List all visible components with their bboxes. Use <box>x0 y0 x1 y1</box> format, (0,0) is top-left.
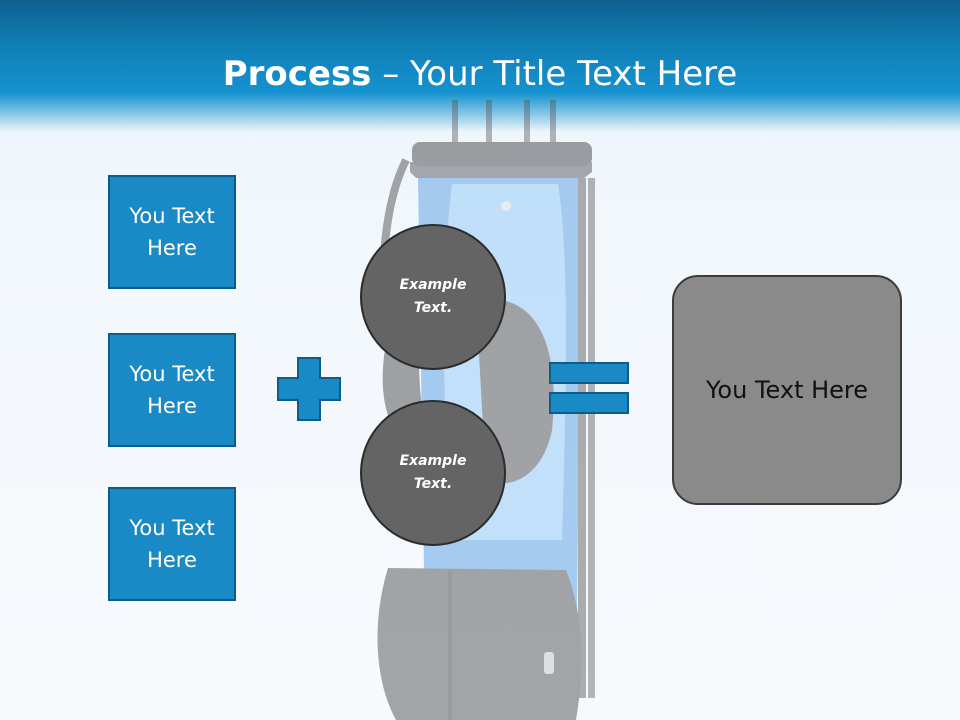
example-circle-2: Example Text. <box>360 400 506 546</box>
example-circle-2-label: Example Text. <box>399 453 467 492</box>
input-box-3-label: You Text Here <box>129 516 215 572</box>
input-box-3: You Text Here <box>108 487 236 601</box>
title-strong: Process <box>222 54 372 94</box>
example-circle-1-label: Example Text. <box>399 277 467 316</box>
example-circle-1: Example Text. <box>360 224 506 370</box>
plus-icon <box>277 357 341 421</box>
input-box-1-label: You Text Here <box>129 204 215 260</box>
input-box-2: You Text Here <box>108 333 236 447</box>
input-box-2-label: You Text Here <box>129 362 215 418</box>
input-box-1: You Text Here <box>108 175 236 289</box>
result-box: You Text Here <box>672 275 902 505</box>
result-box-label: You Text Here <box>705 376 869 404</box>
equals-icon <box>549 362 629 414</box>
header-banner <box>0 0 960 132</box>
slide-title: Process – Your Title Text Here <box>0 52 960 96</box>
title-rest: – Your Title Text Here <box>371 54 738 94</box>
